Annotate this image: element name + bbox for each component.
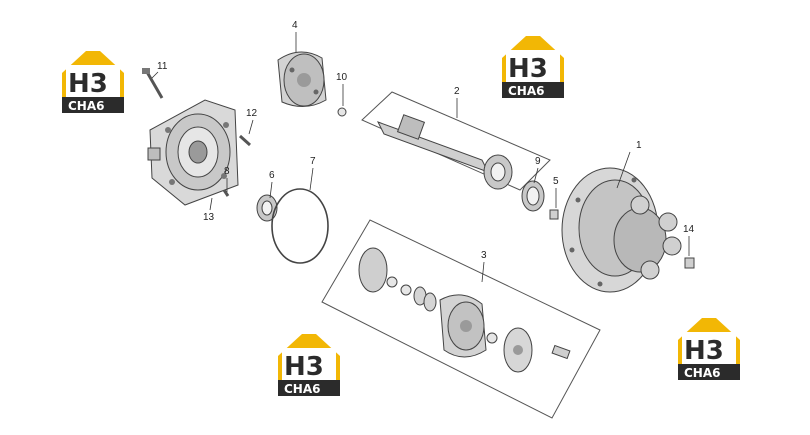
- watermark-logo-top-center: H3 CHA6: [502, 36, 564, 98]
- part-pin-12: [238, 134, 252, 147]
- part-cover: [277, 51, 327, 107]
- callout-12: 12: [246, 108, 258, 119]
- part-flange-housing: [561, 167, 682, 293]
- leader-lines: [151, 32, 690, 283]
- svg-text:CHA6: CHA6: [68, 99, 105, 113]
- callout-14: 14: [683, 224, 695, 235]
- part-ball: [337, 107, 347, 117]
- callout-10: 10: [336, 72, 348, 83]
- callout-8: 8: [224, 166, 230, 177]
- callout-7: 7: [310, 156, 316, 167]
- svg-text:CHA6: CHA6: [284, 382, 321, 396]
- part-sleeve-5: [549, 209, 559, 220]
- part-nut-14: [684, 257, 695, 269]
- callout-13: 13: [203, 212, 215, 223]
- watermark-logo-right: H3 CHA6: [678, 318, 740, 380]
- svg-text:H3: H3: [68, 69, 108, 99]
- part-bearing-9: [521, 180, 545, 212]
- callout-11: 11: [157, 61, 168, 72]
- callout-labels: 1 2 3 4 5 6 7 8 9 10 11 12 13 14: [157, 20, 695, 261]
- svg-text:CHA6: CHA6: [508, 84, 545, 98]
- callout-9: 9: [535, 156, 541, 167]
- part-rotating-group: [321, 219, 601, 419]
- part-shaft-group: [361, 91, 551, 191]
- callout-5: 5: [553, 176, 559, 187]
- callout-2: 2: [454, 86, 460, 97]
- svg-text:H3: H3: [684, 336, 724, 366]
- svg-text:CHA6: CHA6: [684, 366, 721, 380]
- part-dowel-8: [222, 189, 230, 197]
- watermark-logo-top-left: H3 CHA6: [62, 51, 124, 113]
- part-bearing-6: [256, 194, 278, 222]
- svg-text:H3: H3: [284, 352, 324, 382]
- callout-3: 3: [481, 250, 487, 261]
- callout-4: 4: [292, 20, 298, 31]
- callout-1: 1: [636, 140, 642, 151]
- svg-text:H3: H3: [508, 54, 548, 84]
- part-bolt: [142, 68, 164, 99]
- part-o-ring: [271, 188, 329, 264]
- callout-6: 6: [269, 170, 275, 181]
- part-end-housing: [147, 99, 239, 206]
- watermark-logo-bottom-center: H3 CHA6: [278, 334, 340, 396]
